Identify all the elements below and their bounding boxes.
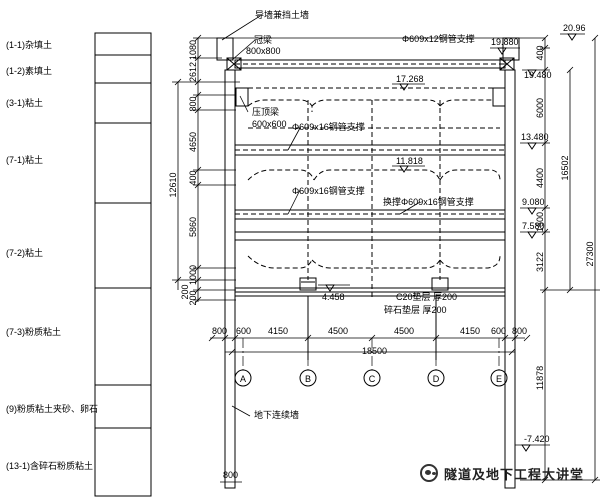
dim-label: 4500 [394, 326, 414, 336]
dim-label: 800 [512, 326, 527, 336]
watermark: 隧道及地下工程大讲堂 [420, 460, 608, 486]
label-waling-size: 600x600 [252, 119, 287, 129]
label-strut-3: Φ609x16钢管支撑 [292, 185, 365, 196]
dim-label: 200 [180, 284, 190, 299]
dim-label: 600 [491, 326, 506, 336]
label-waling: 压顶梁 [252, 106, 279, 117]
elev-mark: 9.080 [522, 197, 545, 207]
dim-label: 5860 [188, 217, 198, 237]
dim-label: 4650 [188, 132, 198, 152]
elev-mark: 4.458 [322, 292, 345, 302]
axis-label: E [496, 374, 502, 384]
dim-label: 3122 [535, 252, 545, 272]
dim-label: 16502 [560, 155, 570, 180]
soil-7-3-hatch [94, 287, 152, 386]
axis-label: B [305, 374, 311, 384]
label-strut-top: Φ609x12钢管支撑 [402, 33, 475, 44]
dim-label: 6000 [535, 98, 545, 118]
label-crown-beam-size: 800x800 [246, 46, 281, 56]
dim-label: 11878 [535, 366, 545, 390]
axis-bubble-a: A [234, 369, 252, 387]
axis-markers: A B C D E [234, 338, 508, 387]
wechat-icon [420, 464, 438, 482]
dim-label: 12610 [168, 172, 178, 197]
soil-1-1-hatch [94, 32, 152, 56]
bottom-dimension-chain: 800 600 4150 4500 4500 4150 600 800 1850… [208, 326, 531, 483]
label-guide-wall: 导墙兼挡土墙 [255, 9, 309, 20]
axis-bubble-b: B [299, 369, 317, 387]
dim-total: 18500 [362, 346, 387, 356]
watermark-text: 隧道及地下工程大讲堂 [444, 466, 585, 482]
guide-wall-left [216, 37, 234, 61]
dim-label: 400 [535, 45, 545, 60]
waling-beam-right [492, 87, 506, 107]
soil-7-2-hatch [94, 202, 152, 289]
elev-mark: 13.480 [521, 132, 549, 142]
annotation-leaders: 导墙兼挡土墙 冠梁 800x800 Φ609x12钢管支撑 压顶梁 600x60… [221, 9, 475, 420]
dim-label: 1080 [188, 40, 198, 60]
soil-label: (7-1)粘土 [6, 154, 43, 165]
label-crown-beam: 冠梁 [254, 34, 272, 45]
elev-top-ground: 20.96 [563, 23, 586, 33]
dim-label: 800 [188, 96, 198, 111]
soil-7-1-hatch [94, 122, 152, 204]
axis-label: D [433, 374, 440, 384]
soil-label: (1-2)素填土 [6, 65, 52, 76]
elev-mark: 11.818 [396, 156, 423, 166]
soil-9-hatch [94, 384, 152, 429]
label-diaphragm-wall: 地下连续墙 [254, 409, 299, 420]
axis-label: C [369, 374, 376, 384]
soil-1-2-hatch [94, 54, 152, 84]
elev-mark: 17.268 [396, 74, 424, 84]
right-dimension-chain: 400 6000 4400 1500 3122 16502 27300 1187… [520, 34, 600, 484]
steel-strut-replacement [234, 231, 506, 241]
dim-label: 1000 [188, 265, 198, 285]
dim-label: 600 [236, 326, 251, 336]
excavation-structure [216, 37, 545, 489]
soil-label: (1-1)杂填土 [6, 39, 52, 50]
dim-label: 27300 [585, 241, 595, 266]
elevation-marks: 20.96 19.880 19.480 17.268 13.480 11.818… [318, 23, 586, 452]
label-strut-replace: 换撑Φ609x16钢管支撑 [383, 196, 474, 207]
waling-beam-left [235, 87, 249, 107]
elev-mark: 7.580 [522, 221, 545, 231]
dim-label: 2612 [188, 62, 198, 82]
dim-label: 4500 [328, 326, 348, 336]
axis-bubble-e: E [490, 369, 508, 387]
soil-label: (9)粉质粘土夹砂、卵石 [6, 403, 98, 414]
soil-labels: (1-1)杂填土 (1-2)素填土 (3-1)粘土 (7-1)粘土 (7-2)粘… [6, 39, 98, 471]
soil-label: (13-1)含碎石粉质粘土 [6, 460, 93, 471]
left-dimension-chain: 1080 2612 800 4650 400 5860 1000 200 200… [168, 34, 240, 306]
soil-3-1-hatch [94, 82, 152, 124]
elev-mark: 19.880 [491, 37, 519, 47]
dim-label: 800 [212, 326, 227, 336]
diaphragm-wall-left [224, 69, 236, 489]
dim-label: 200 [188, 290, 198, 305]
soil-label: (7-3)粉质粘土 [6, 326, 61, 337]
diaphragm-wall-right [504, 69, 516, 489]
axis-label: A [240, 374, 246, 384]
label-gravel: 碎石垫层 厚200 [384, 304, 447, 315]
axis-bubble-c: C [363, 369, 381, 387]
soil-label: (7-2)粘土 [6, 247, 43, 258]
dim-label: 4150 [268, 326, 288, 336]
soil-13-1-hatch [94, 427, 152, 497]
label-strut-2: Φ609x16钢管支撑 [292, 121, 365, 132]
dim-label: 1500 [535, 212, 545, 232]
elev-mark: -7.420 [524, 434, 550, 444]
dim-label: 4150 [460, 326, 480, 336]
dim-wall-width: 800 [223, 470, 238, 480]
axis-bubble-d: D [427, 369, 445, 387]
dim-label: 4400 [535, 168, 545, 188]
soil-label: (3-1)粘土 [6, 97, 43, 108]
dim-label: 400 [188, 170, 198, 185]
elev-mark: 19.480 [524, 70, 552, 80]
label-cushion: C20垫层 厚200 [396, 291, 457, 302]
soil-column [94, 32, 152, 497]
